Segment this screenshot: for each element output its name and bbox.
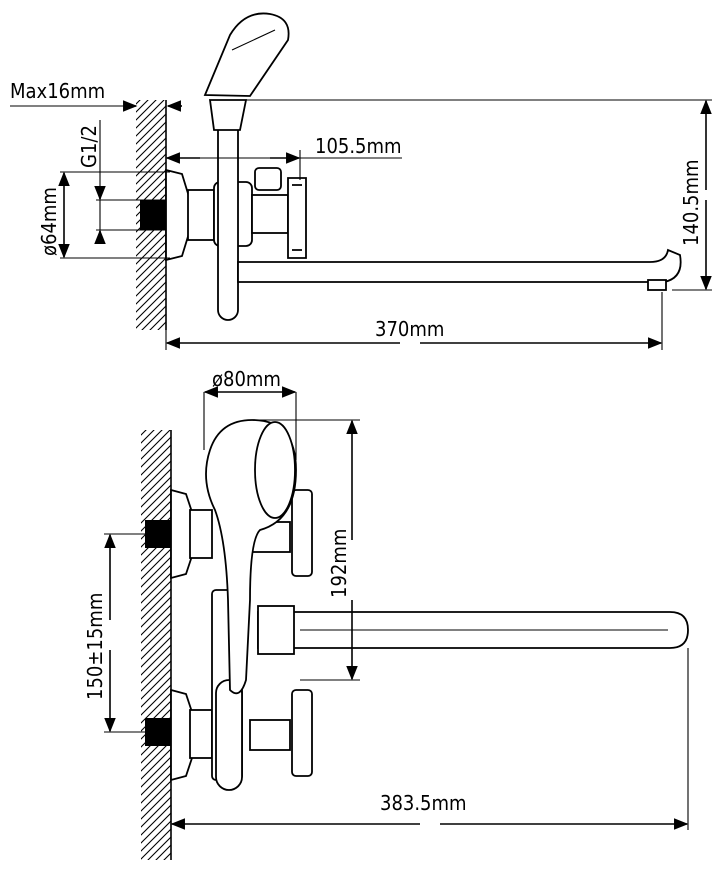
wall-hatch-front: [141, 430, 171, 860]
side-view: Max16mm G1/2 ø64mm 105.5mm 140.5mm 370mm: [10, 12, 712, 350]
flange-upper: [170, 488, 193, 580]
nut-side: [187, 189, 215, 241]
dim-label-105: 105.5mm: [315, 134, 402, 158]
aerator-side: [647, 279, 667, 291]
handshower-side: [203, 12, 290, 97]
dim-label-g12: G1/2: [77, 125, 101, 168]
handshower-face: [254, 421, 296, 519]
handshower-detail: [231, 29, 276, 51]
handle-lower: [291, 689, 313, 777]
diverter-front: [257, 605, 295, 655]
nut-lower: [189, 709, 213, 759]
hose-pipe-front: [215, 679, 243, 791]
dim-label-140: 140.5mm: [679, 159, 703, 246]
dim-label-383: 383.5mm: [380, 791, 467, 815]
dim-label-150: 150±15mm: [83, 593, 107, 700]
front-view: ø80mm 192mm 150±15mm 383.5mm: [83, 367, 689, 860]
dim-label-d64: ø64mm: [37, 187, 61, 256]
shower-holder-pipe: [217, 109, 239, 321]
dim-label-192: 192mm: [327, 529, 351, 598]
nut-upper: [189, 509, 213, 559]
handle-side: [287, 177, 307, 259]
wall-flange-side: [165, 168, 191, 262]
flange-lower: [170, 688, 193, 782]
valve-lower: [249, 719, 291, 751]
diverter-side: [254, 167, 282, 191]
dim-label-max16: Max16mm: [10, 79, 105, 103]
wall-inlet-side: [140, 200, 166, 230]
shower-holder-clamp: [208, 99, 248, 131]
valve-side: [251, 194, 289, 234]
handle-upper: [291, 489, 313, 577]
spout-side: [237, 248, 682, 283]
dim-label-d80: ø80mm: [212, 367, 281, 391]
dim-label-370: 370mm: [375, 317, 444, 341]
